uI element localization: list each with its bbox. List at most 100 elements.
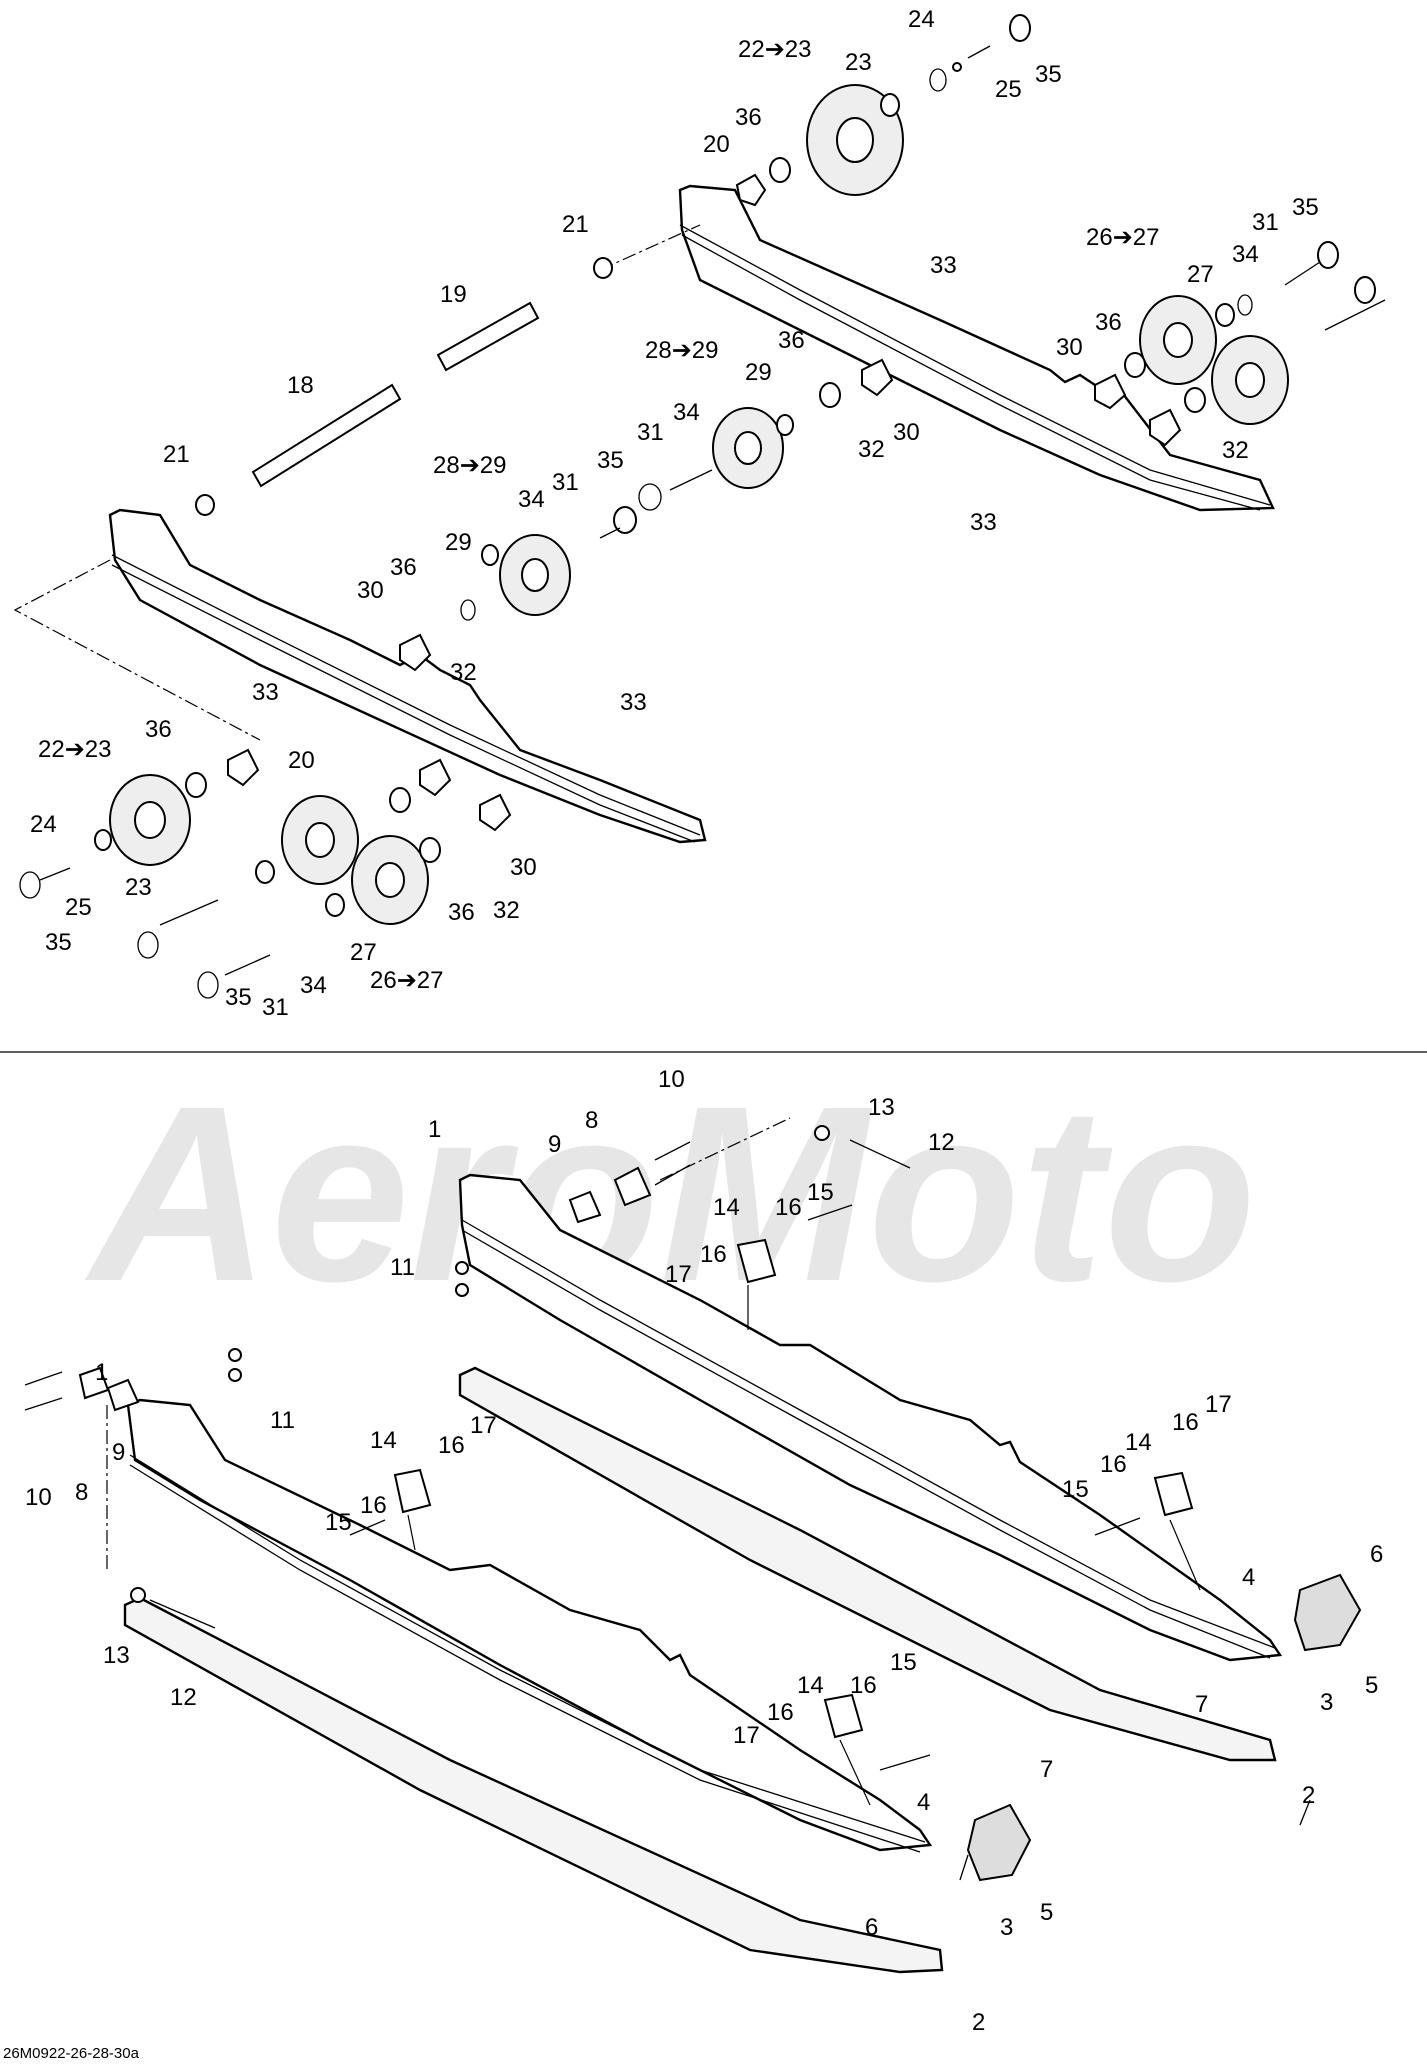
label-16-top: 16 bbox=[775, 1194, 802, 1221]
label-36-left: 36 bbox=[390, 554, 417, 581]
label-12-left: 12 bbox=[170, 1684, 197, 1711]
label-21-left: 21 bbox=[163, 441, 190, 468]
label-19: 19 bbox=[440, 281, 467, 308]
label-2-r: 2 bbox=[1302, 1782, 1315, 1809]
slider-2-left bbox=[123, 1596, 944, 1974]
label-8-left: 8 bbox=[75, 1479, 88, 1506]
label-32-r: 32 bbox=[1222, 437, 1249, 464]
label-9-left: 9 bbox=[112, 1439, 125, 1466]
label-16-top2: 16 bbox=[700, 1241, 727, 1268]
label-30-bl: 30 bbox=[510, 854, 537, 881]
label-6-r: 6 bbox=[1370, 1541, 1383, 1568]
label-24-bl: 24 bbox=[30, 811, 57, 838]
rail-left-lower bbox=[126, 1398, 933, 1852]
wheel-26-top-a bbox=[1139, 295, 1217, 385]
bearings-upper bbox=[19, 14, 1376, 999]
axle-19 bbox=[436, 301, 540, 372]
label-15-left: 15 bbox=[325, 1509, 352, 1536]
label-6-m: 6 bbox=[865, 1914, 878, 1941]
label-23-bl: 23 bbox=[125, 874, 152, 901]
label-5-m: 5 bbox=[1040, 1899, 1053, 1926]
label-20-bl: 20 bbox=[288, 747, 315, 774]
label-17-r: 17 bbox=[1205, 1391, 1232, 1418]
label-16-left2: 16 bbox=[360, 1492, 387, 1519]
label-2-m: 2 bbox=[972, 2009, 985, 2036]
label-16-left: 16 bbox=[438, 1432, 465, 1459]
label-16-m: 16 bbox=[850, 1672, 877, 1699]
label-27-bl: 27 bbox=[350, 939, 377, 966]
label-9-top: 9 bbox=[548, 1131, 561, 1158]
label-32-mid: 32 bbox=[858, 436, 885, 463]
rail-left-upper bbox=[108, 508, 707, 844]
rail-right-lower bbox=[458, 1173, 1283, 1662]
wheel-28-mid bbox=[712, 407, 784, 489]
label-10-top: 10 bbox=[658, 1066, 685, 1093]
label-25-bl: 25 bbox=[65, 894, 92, 921]
label-33-left: 33 bbox=[252, 679, 279, 706]
label-14-left: 14 bbox=[370, 1427, 397, 1454]
wheel-26-bl-a bbox=[281, 795, 359, 885]
label-14-top: 14 bbox=[713, 1194, 740, 1221]
label-12-top: 12 bbox=[928, 1129, 955, 1156]
wheel-26-top-b bbox=[1211, 335, 1289, 425]
label-25-top: 25 bbox=[995, 76, 1022, 103]
label-15-top: 15 bbox=[807, 1179, 834, 1206]
label-15-m: 15 bbox=[890, 1649, 917, 1676]
label-14-r: 14 bbox=[1125, 1429, 1152, 1456]
label-35-bl: 35 bbox=[45, 929, 72, 956]
label-4-r: 4 bbox=[1242, 1564, 1255, 1591]
label-36-r: 36 bbox=[1095, 309, 1122, 336]
label-35-left: 35 bbox=[597, 447, 624, 474]
label-28-29-mid: 28➔29 bbox=[645, 337, 719, 364]
axle-18 bbox=[251, 383, 402, 488]
label-34-r: 34 bbox=[1232, 241, 1259, 268]
label-22-23-bl: 22➔23 bbox=[38, 736, 112, 763]
label-28-29-left: 28➔29 bbox=[433, 452, 507, 479]
bolts-upper bbox=[39, 45, 1386, 976]
label-35-r: 35 bbox=[1292, 194, 1319, 221]
label-35-bl2: 35 bbox=[225, 984, 252, 1011]
label-30-mid: 30 bbox=[893, 419, 920, 446]
label-34-left: 34 bbox=[518, 486, 545, 513]
label-36-bl: 36 bbox=[145, 716, 172, 743]
label-18: 18 bbox=[287, 372, 314, 399]
wheel-28-left bbox=[499, 534, 571, 616]
label-29-left: 29 bbox=[445, 529, 472, 556]
label-4-m: 4 bbox=[917, 1789, 930, 1816]
label-33-r1: 33 bbox=[930, 252, 957, 279]
label-8-top: 8 bbox=[585, 1107, 598, 1134]
wheel-26-bl-b bbox=[351, 835, 429, 925]
end-caps bbox=[966, 1573, 1362, 1882]
label-16-m2: 16 bbox=[767, 1699, 794, 1726]
label-21-top: 21 bbox=[562, 211, 589, 238]
wheel-22-bl bbox=[109, 774, 191, 866]
label-33-mid: 33 bbox=[620, 689, 647, 716]
callout-labels: 22➔23 24 23 25 35 36 20 21 19 18 21 26➔2… bbox=[25, 6, 1383, 2036]
wear-blocks bbox=[393, 1238, 1194, 1739]
label-16-r: 16 bbox=[1172, 1409, 1199, 1436]
label-24-top: 24 bbox=[908, 6, 935, 33]
label-16-r2: 16 bbox=[1100, 1451, 1127, 1478]
label-13-top: 13 bbox=[868, 1094, 895, 1121]
label-31-r: 31 bbox=[1252, 209, 1279, 236]
label-22-23-top: 22➔23 bbox=[738, 36, 812, 63]
label-3-r: 3 bbox=[1320, 1689, 1333, 1716]
label-32-left: 32 bbox=[450, 659, 477, 686]
brackets-upper bbox=[227, 173, 1182, 832]
label-1-top: 1 bbox=[428, 1116, 441, 1143]
label-30-r: 30 bbox=[1056, 334, 1083, 361]
rail-right-upper bbox=[678, 184, 1275, 512]
label-33-r2: 33 bbox=[970, 509, 997, 536]
label-17-top: 17 bbox=[665, 1261, 692, 1288]
label-13-left: 13 bbox=[103, 1642, 130, 1669]
fasteners-lower bbox=[78, 1125, 830, 1603]
label-34-mid: 34 bbox=[673, 399, 700, 426]
label-26-27-bl: 26➔27 bbox=[370, 967, 444, 994]
label-32-bl: 32 bbox=[493, 897, 520, 924]
label-17-m: 17 bbox=[733, 1722, 760, 1749]
label-36-bl2: 36 bbox=[448, 899, 475, 926]
label-30-left: 30 bbox=[357, 577, 384, 604]
label-23-top: 23 bbox=[845, 49, 872, 76]
label-17-left: 17 bbox=[470, 1412, 497, 1439]
